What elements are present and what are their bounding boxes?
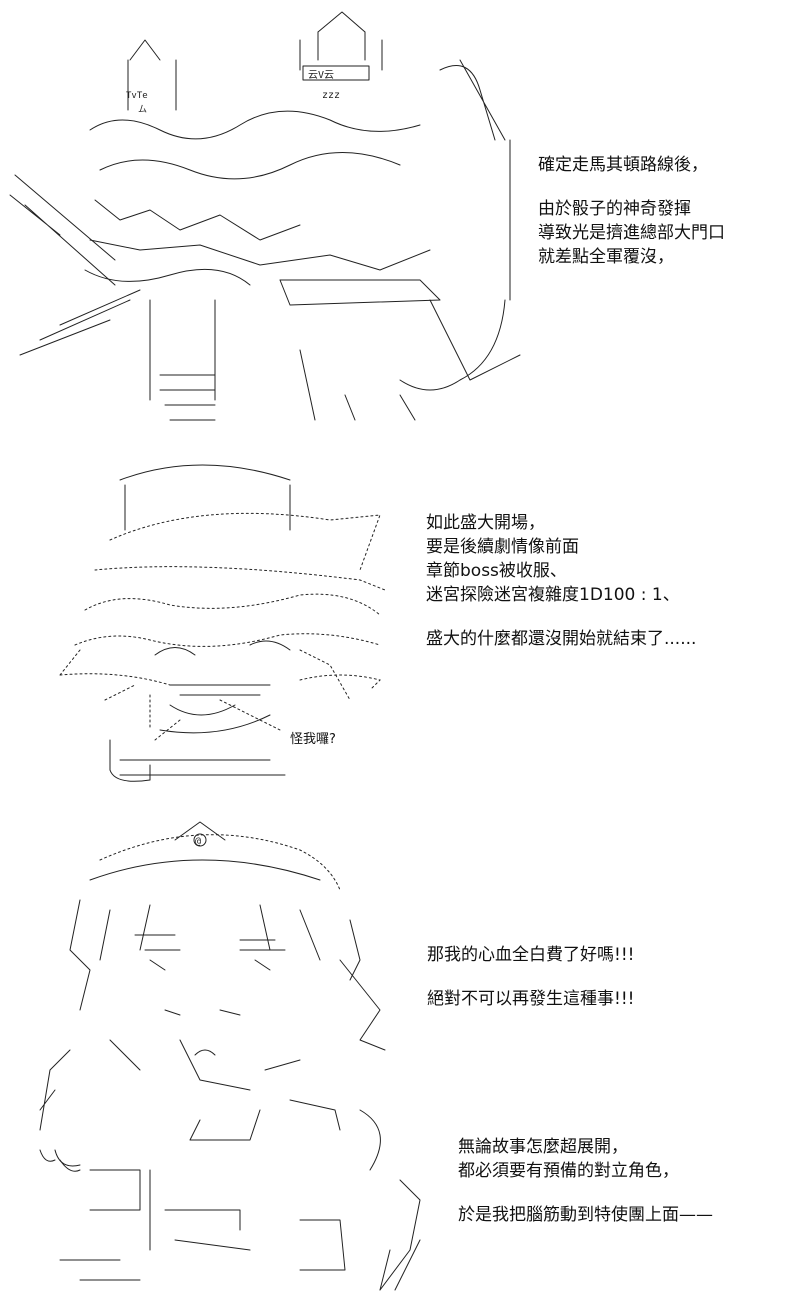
caption-line: 於是我把腦筋動到特使團上面—— bbox=[458, 1205, 713, 1225]
caption-line: 就差點全軍覆沒， bbox=[538, 247, 674, 267]
caption-line: 迷宮探險迷宮複雜度1D100 : 1、 bbox=[426, 585, 680, 605]
spacer bbox=[426, 607, 696, 627]
spacer bbox=[538, 177, 725, 197]
caption-line: 導致光是擠進總部大門口 bbox=[538, 223, 725, 243]
svg-text:云V云: 云V云 bbox=[308, 70, 334, 81]
caption-line: 絕對不可以再發生這種事!!! bbox=[427, 989, 635, 1009]
caption-line: 都必須要有預備的對立角色， bbox=[458, 1161, 679, 1181]
panel-big-opening: 怪我囉? 如此盛大開場， 要是後續劇情像前面 章節boss被收服、 迷宮探險迷宮… bbox=[0, 440, 800, 810]
svg-text:ム: ム bbox=[138, 104, 147, 115]
panel-army-at-gate: 云V云 zzz TvTe ム 確定走馬其頓路線後， 由於骰子的神奇發揮 導致光是… bbox=[0, 0, 800, 440]
spacer bbox=[458, 1183, 713, 1203]
caption-line: 確定走馬其頓路線後， bbox=[538, 155, 708, 175]
ascii-art-army-scene: 云V云 zzz TvTe ム bbox=[9, 11, 521, 421]
caption-line: 那我的心血全白費了好嗎!!! bbox=[427, 945, 635, 965]
caption-panel1: 確定走馬其頓路線後， 由於骰子的神奇發揮 導致光是擠進總部大門口 就差點全軍覆沒… bbox=[538, 153, 725, 269]
caption-line: 由於骰子的神奇發揮 bbox=[538, 199, 691, 219]
svg-text:@: @ bbox=[195, 836, 201, 847]
caption-line: 要是後續劇情像前面 bbox=[426, 537, 579, 557]
caption-line: 無論故事怎麼超展開， bbox=[458, 1137, 628, 1157]
panel-crying-character: @ 那我的心血全白費了好嗎!!! 絕對不可以再發生這種事!!! 無論故事怎麼超展… bbox=[0, 810, 800, 1303]
ascii-art-character-grin bbox=[59, 464, 386, 782]
svg-text:TvTe: TvTe bbox=[126, 91, 148, 101]
caption-panel3-a: 那我的心血全白費了好嗎!!! 絕對不可以再發生這種事!!! bbox=[427, 943, 634, 1011]
caption-line: 章節boss被收服、 bbox=[426, 561, 567, 581]
caption-panel2: 如此盛大開場， 要是後續劇情像前面 章節boss被收服、 迷宮探險迷宮複雜度1D… bbox=[426, 511, 696, 651]
caption-line: 盛大的什麼都還沒開始就結束了...... bbox=[426, 629, 697, 649]
spacer bbox=[427, 967, 634, 987]
caption-line: 如此盛大開場， bbox=[426, 513, 545, 533]
svg-text:zzz: zzz bbox=[322, 90, 340, 101]
caption-panel3-b: 無論故事怎麼超展開， 都必須要有預備的對立角色， 於是我把腦筋動到特使團上面—— bbox=[458, 1135, 713, 1227]
speech-label: 怪我囉? bbox=[290, 732, 336, 747]
ascii-art-crying-girl: @ bbox=[39, 821, 421, 1291]
